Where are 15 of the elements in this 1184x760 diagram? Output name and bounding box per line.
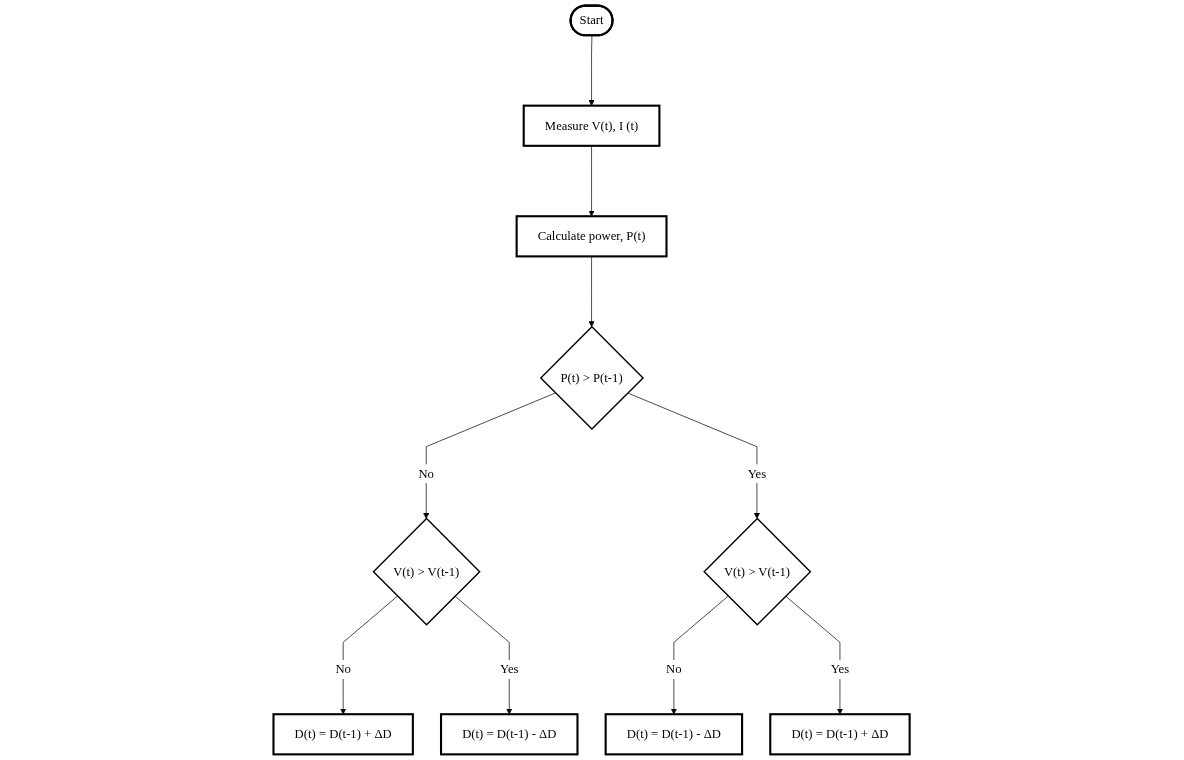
node-box: Measure V(t), I (t) bbox=[523, 104, 661, 147]
node-diamond: V(t) > V(t-1) bbox=[703, 517, 812, 626]
edge-label: No bbox=[418, 466, 435, 481]
node-diamond: P(t) > P(t-1) bbox=[540, 325, 645, 431]
edge-label: Yes bbox=[748, 466, 767, 481]
edge-label: Yes bbox=[500, 662, 519, 677]
node-box: D(t) = D(t-1) - ΔD bbox=[440, 713, 579, 756]
edge-label: No bbox=[335, 662, 352, 677]
node-box: D(t) = D(t-1) + ΔD bbox=[769, 713, 912, 756]
node-box: D(t) = D(t-1) + ΔD bbox=[272, 713, 415, 756]
node-diamond: V(t) > V(t-1) bbox=[372, 517, 482, 626]
node-box: Calculate power, P(t) bbox=[516, 215, 668, 258]
node-box: D(t) = D(t-1) - ΔD bbox=[605, 713, 744, 756]
edge-label: Yes bbox=[831, 662, 850, 677]
edge-label: No bbox=[666, 662, 683, 677]
